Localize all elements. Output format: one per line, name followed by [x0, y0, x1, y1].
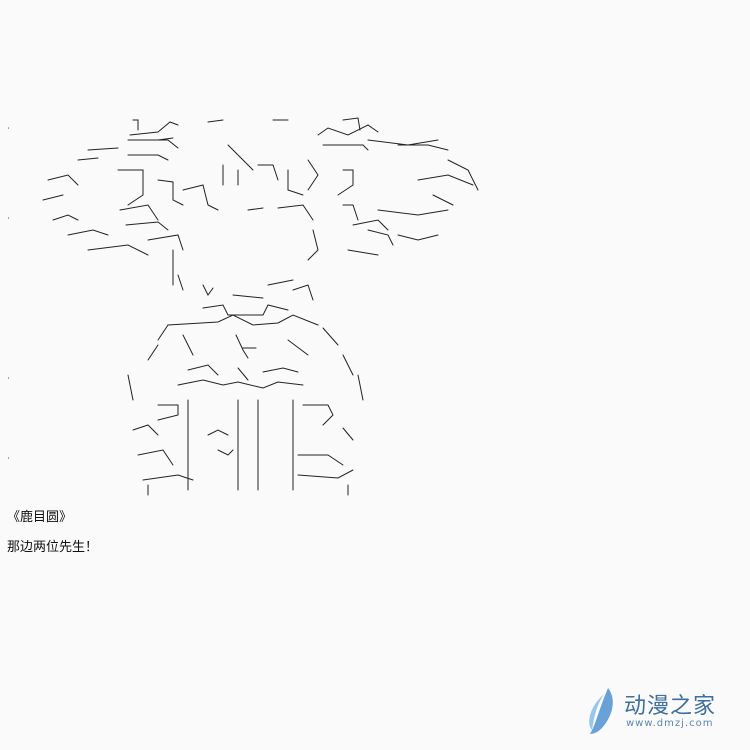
- watermark-site-name: 动漫之家: [624, 694, 717, 719]
- ascii-art-svg: [7, 117, 479, 496]
- watermark-site-url: www.dmzj.com: [626, 718, 714, 729]
- dialogue-line: 那边两位先生！: [7, 540, 99, 555]
- feather-logo-icon: [589, 688, 613, 734]
- character-name-caption: 《鹿目圆》: [7, 510, 73, 525]
- ascii-art-illustration: [7, 110, 742, 500]
- site-watermark: 动漫之家 www.dmzj.com: [586, 686, 736, 736]
